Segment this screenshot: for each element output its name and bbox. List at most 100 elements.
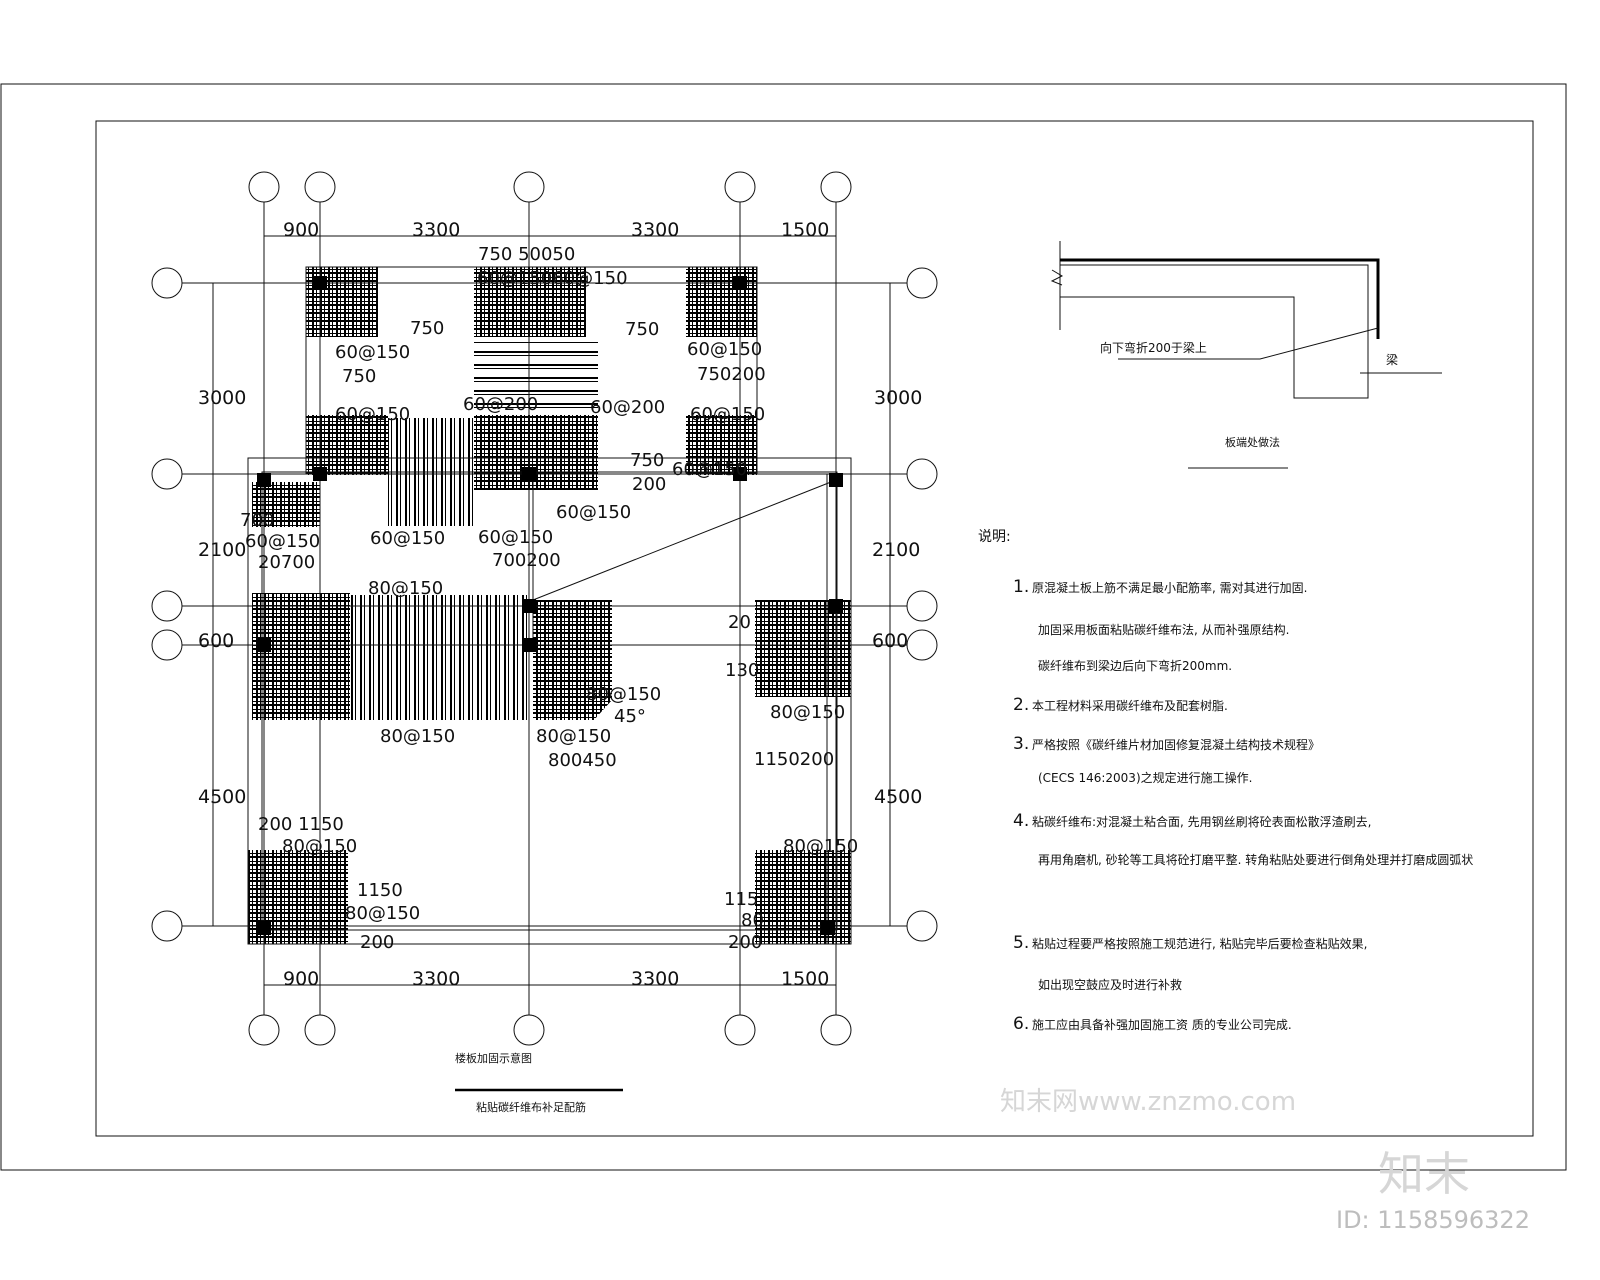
dim-text: 900 [283, 968, 319, 990]
axis-bubble [906, 590, 938, 622]
dim-text: 2100 [872, 539, 920, 561]
axis-bubble [906, 458, 938, 490]
watermark-id: ID: 1158596322 [1336, 1206, 1530, 1234]
rebar-label: 80 [741, 910, 764, 931]
axis-bubble [151, 458, 183, 490]
cfrp-region [686, 415, 757, 475]
column [522, 467, 536, 481]
detail-callout: 向下弯折200于梁上 [1100, 340, 1207, 355]
note-item: 碳纤维布到梁边后向下弯折200mm. [1038, 658, 1232, 673]
axis-bubble [906, 629, 938, 661]
plan-title: 楼板加固示意图 [455, 1051, 532, 1065]
note-item: (CECS 146:2003)之规定进行施工操作. [1038, 770, 1252, 785]
rebar-label: 750 50050 [478, 244, 575, 265]
cfrp-region [252, 593, 350, 720]
edge-detail: 向下弯折200于梁上 梁 板端处做法 [1050, 241, 1442, 469]
rebar-label: 60@150 [245, 531, 320, 552]
note-item: 再用角磨机, 砂轮等工具将砼打磨平整. 转角粘贴处要进行倒角处理并打磨成圆弧状 [1038, 852, 1473, 867]
axis-bubble [724, 1014, 756, 1046]
right-dimensions: 3000 2100 600 4500 [872, 387, 922, 808]
dim-text: 600 [198, 630, 234, 652]
cfrp-region [533, 600, 612, 720]
column [257, 921, 271, 935]
column [313, 467, 327, 481]
rebar-label: 60@150 [478, 527, 553, 548]
column [257, 473, 271, 487]
axis-bubble [151, 267, 183, 299]
column [829, 473, 843, 487]
rebar-label: 200 [632, 474, 666, 495]
cfrp-region [755, 600, 851, 697]
columns [257, 276, 843, 935]
axis-bubble [248, 171, 280, 203]
axis-bubble [820, 1014, 852, 1046]
watermark-site: 知末网www.znzmo.com [1000, 1087, 1296, 1117]
axis-bubble [151, 910, 183, 942]
column [522, 599, 536, 613]
column [522, 638, 536, 652]
rebar-label: 60@150 [687, 339, 762, 360]
notes: 说明: 1.原混凝土板上筋不满足最小配筋率, 需对其进行加固. 加固采用板面粘贴碳… [978, 529, 1473, 1034]
note-number: 1. [1013, 577, 1029, 597]
rebar-label: 750 [630, 450, 664, 471]
detail-title: 板端处做法 [1225, 435, 1280, 449]
dim-text: 3300 [412, 219, 460, 241]
axis-bubble [151, 629, 183, 661]
note-item: 本工程材料采用碳纤维布及配套树脂. [1032, 698, 1228, 713]
rebar-label: 60@200 [463, 394, 538, 415]
rebar-label: 60@150 [370, 528, 445, 549]
note-item: 原混凝土板上筋不满足最小配筋率, 需对其进行加固. [1032, 580, 1307, 595]
rebar-label: 20700 [258, 552, 315, 573]
rebar-label: 750200 [697, 364, 766, 385]
rebar-label: 60@150 [690, 404, 765, 425]
dim-text: 3000 [198, 387, 246, 409]
rebar-label: 115 [724, 889, 758, 910]
note-number: 4. [1013, 811, 1029, 831]
column [821, 921, 835, 935]
cfrp-region [350, 595, 530, 720]
rebar-label: 1150200 [754, 749, 834, 770]
column [257, 638, 271, 652]
dim-text: 4500 [198, 786, 246, 808]
rebar-label: 20 [728, 612, 751, 633]
dim-text: 2100 [198, 539, 246, 561]
rebar-label: 750 [342, 366, 376, 387]
axis-bubble [151, 590, 183, 622]
rebar-label: 60@150 [556, 502, 631, 523]
note-item: 粘碳纤维布:对混凝土粘合面, 先用钢丝刷将砼表面松散浮渣刷去, [1032, 814, 1372, 829]
rebar-label: 80@150 [536, 726, 611, 747]
rebar-label: 80@150 [368, 578, 443, 599]
rebar-label: 80@150 [586, 684, 661, 705]
rebar-label: 80@150 [783, 836, 858, 857]
note-number: 3. [1013, 734, 1029, 754]
rebar-label: 60@15060@150 [477, 268, 628, 289]
cfrp-region [474, 267, 586, 337]
note-item: 严格按照《碳纤维片材加固修复混凝土结构技术规程》 [1032, 737, 1320, 752]
axis-bubble [724, 171, 756, 203]
column [313, 276, 327, 290]
rebar-label: 60@150 [335, 404, 410, 425]
outer-frame [0, 83, 1567, 1171]
rebar-label: 700200 [492, 550, 561, 571]
axis-bubble [248, 1014, 280, 1046]
cfrp-region [252, 482, 320, 527]
rebar-label: 1150 [357, 880, 403, 901]
notes-heading: 说明: [978, 529, 1011, 545]
rebar-label: 750 [625, 319, 659, 340]
axis-bubble [906, 267, 938, 299]
note-item: 加固采用板面粘贴碳纤维布法, 从而补强原结构. [1038, 622, 1289, 637]
beam-label: 梁 [1386, 352, 1398, 367]
dim-text: 1500 [781, 968, 829, 990]
dim-text: 1500 [781, 219, 829, 241]
watermark-logo: 知末 [1378, 1147, 1470, 1201]
dim-text: 3300 [631, 968, 679, 990]
note-item: 施工应由具备补强加固施工资 质的专业公司完成. [1032, 1017, 1292, 1032]
column [733, 276, 747, 290]
rebar-label: 700 [240, 510, 274, 531]
axis-bubble [513, 171, 545, 203]
rebar-label: 60@200 [590, 397, 665, 418]
rebar-label: 80@150 [770, 702, 845, 723]
axis-bubble [304, 1014, 336, 1046]
